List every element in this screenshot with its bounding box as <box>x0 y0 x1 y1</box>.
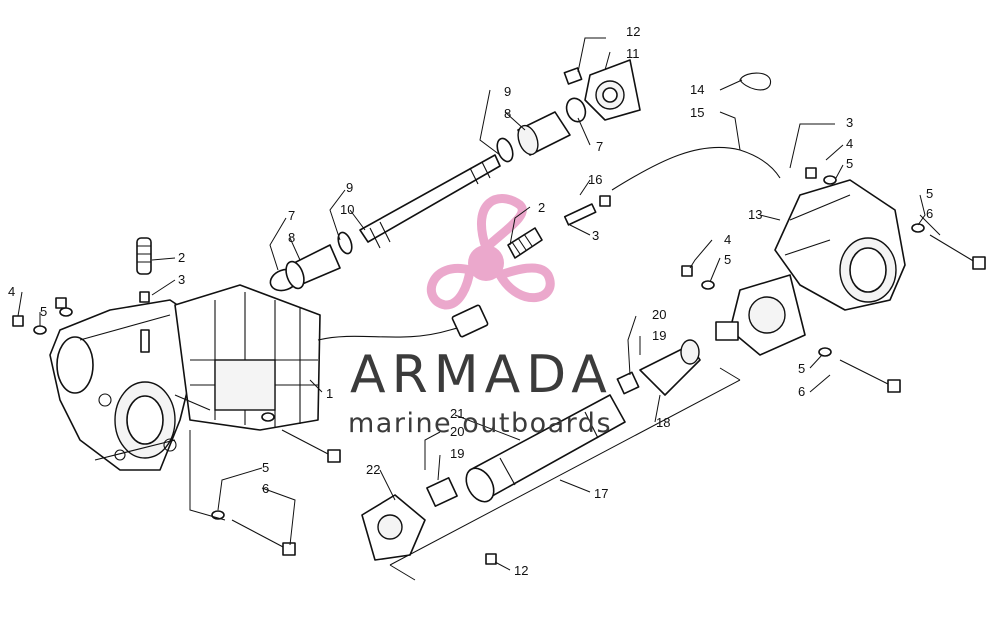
callout-16: 16 <box>588 172 602 187</box>
actuator-motor <box>174 284 321 431</box>
callout-20: 20 <box>450 424 464 439</box>
callout-8: 8 <box>288 230 295 245</box>
front-gear-case <box>49 299 201 471</box>
callout-7: 7 <box>288 208 295 223</box>
callout-19: 19 <box>450 446 464 461</box>
propeller-shaft <box>465 394 626 503</box>
callout-numbers: 12 11 9 8 7 14 15 3 4 5 5 6 13 16 2 3 9 … <box>8 24 933 578</box>
coupler-boot-left <box>269 231 353 292</box>
drive-shaft-upper <box>359 154 501 249</box>
output-flange-top <box>563 59 641 121</box>
callout-6: 6 <box>798 384 805 399</box>
callout-5: 5 <box>724 252 731 267</box>
callout-3: 3 <box>178 272 185 287</box>
vent-fitting-left <box>136 237 152 353</box>
callout-5: 5 <box>40 304 47 319</box>
u-joint-left <box>426 477 458 507</box>
callout-2: 2 <box>538 200 545 215</box>
callout-5: 5 <box>846 156 853 171</box>
callout-1: 1 <box>326 386 333 401</box>
callout-4: 4 <box>724 232 731 247</box>
u-joint-right <box>616 371 640 395</box>
callout-9: 9 <box>504 84 511 99</box>
bracket-lines <box>389 367 741 581</box>
callout-4: 4 <box>846 136 853 151</box>
callout-20: 20 <box>652 307 666 322</box>
callout-5: 5 <box>262 460 269 475</box>
coupler-boot-right <box>496 97 587 163</box>
callout-4: 4 <box>8 284 15 299</box>
watermark-text: ARMADA marine outboards <box>348 345 613 439</box>
callout-9: 9 <box>346 180 353 195</box>
callout-6: 6 <box>926 206 933 221</box>
wiring-harness <box>317 304 489 341</box>
watermark-brand: ARMADA <box>350 345 613 405</box>
callout-5: 5 <box>798 361 805 376</box>
watermark-tagline: marine outboards <box>348 408 612 439</box>
callout-10: 10 <box>340 202 354 217</box>
callout-13: 13 <box>748 207 762 222</box>
callout-22: 22 <box>366 462 380 477</box>
yoke-right <box>639 339 701 396</box>
callout-21: 21 <box>450 406 464 421</box>
callout-15: 15 <box>690 105 704 120</box>
control-cable <box>611 72 781 191</box>
callout-12: 12 <box>514 563 528 578</box>
callout-3: 3 <box>592 228 599 243</box>
leader-lines <box>17 37 941 571</box>
callout-12: 12 <box>626 24 640 39</box>
callout-11: 11 <box>626 46 640 61</box>
callout-6: 6 <box>262 481 269 496</box>
callout-7: 7 <box>596 139 603 154</box>
callout-3: 3 <box>846 115 853 130</box>
callout-14: 14 <box>690 82 704 97</box>
watermark-logo <box>426 194 555 310</box>
callout-18: 18 <box>656 415 670 430</box>
callout-2: 2 <box>178 250 185 265</box>
callout-17: 17 <box>594 486 608 501</box>
callout-8: 8 <box>504 106 511 121</box>
vent-fitting-center <box>507 195 611 259</box>
callout-19: 19 <box>652 328 666 343</box>
callout-5: 5 <box>926 186 933 201</box>
front-output-flange <box>361 494 426 561</box>
rear-input-flange <box>715 274 806 356</box>
rear-gear-case <box>774 179 906 311</box>
